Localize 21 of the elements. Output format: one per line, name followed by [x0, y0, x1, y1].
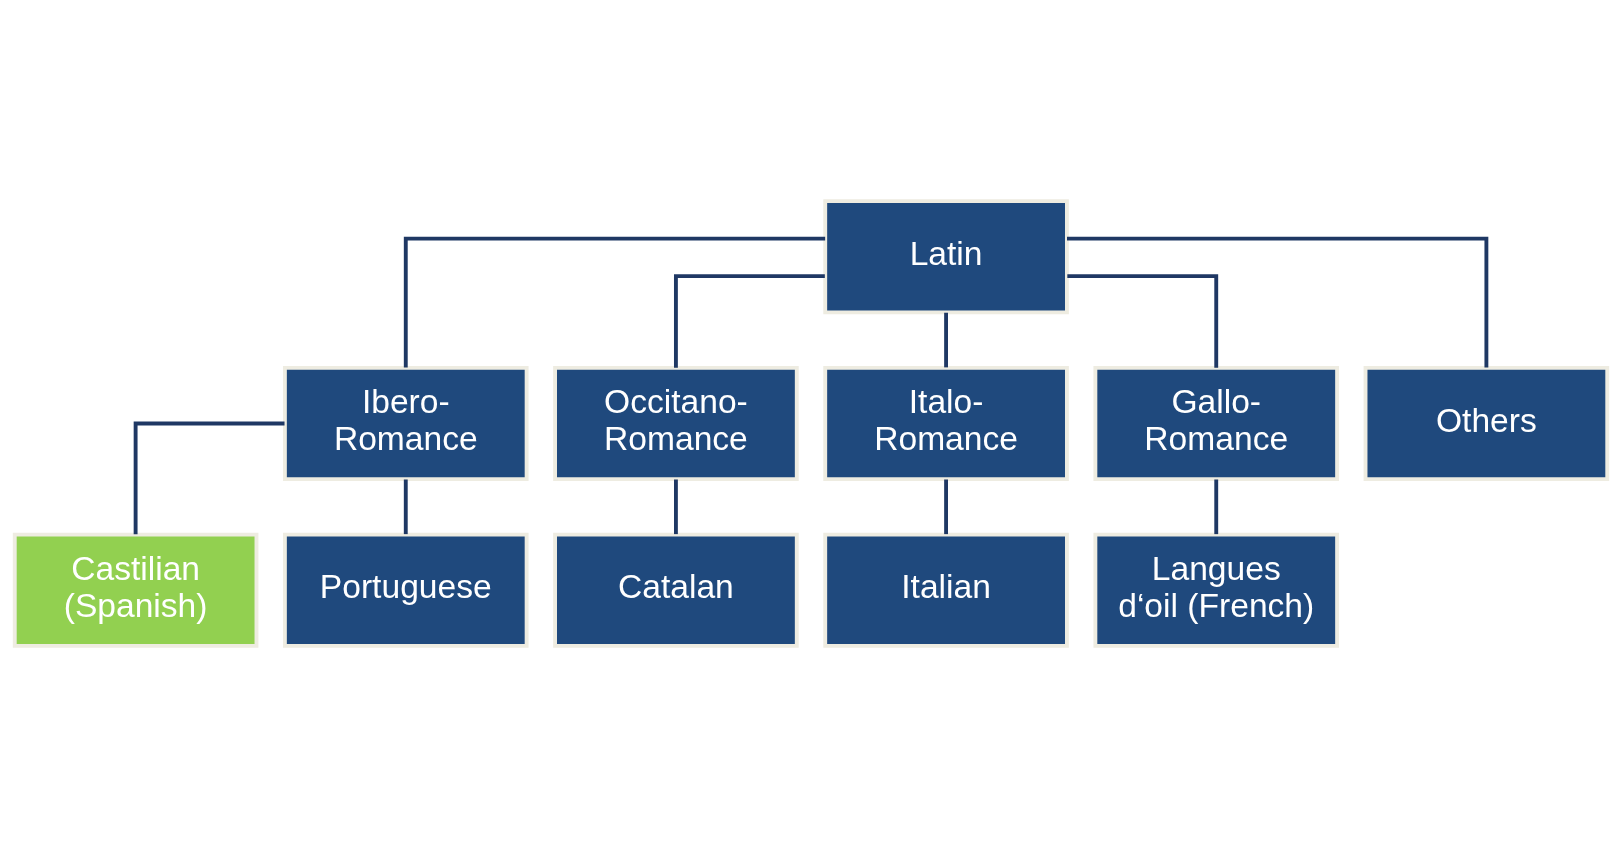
node-box: Italo-Romance — [823, 366, 1069, 481]
connector — [1214, 479, 1219, 535]
connector — [403, 236, 826, 368]
connector — [944, 312, 949, 368]
connector — [1067, 274, 1219, 368]
connector — [673, 274, 825, 368]
node-box: Catalan — [553, 532, 799, 648]
connector — [133, 421, 285, 535]
connector — [673, 479, 678, 535]
connector — [1067, 236, 1489, 368]
node-box: Latin — [823, 199, 1069, 315]
node-box: Gallo-Romance — [1093, 366, 1340, 481]
node-box: Portuguese — [282, 532, 529, 648]
node-box: Italian — [823, 532, 1069, 648]
node-box: Others — [1363, 366, 1610, 481]
node-box: Langues d‘oil (French) — [1093, 532, 1340, 648]
connector — [403, 479, 408, 535]
connector — [944, 479, 949, 535]
node-box: Ibero-Romance — [282, 366, 529, 481]
node-box: Castilian (Spanish) — [12, 532, 259, 648]
node-box: Occitano-Romance — [553, 366, 799, 481]
